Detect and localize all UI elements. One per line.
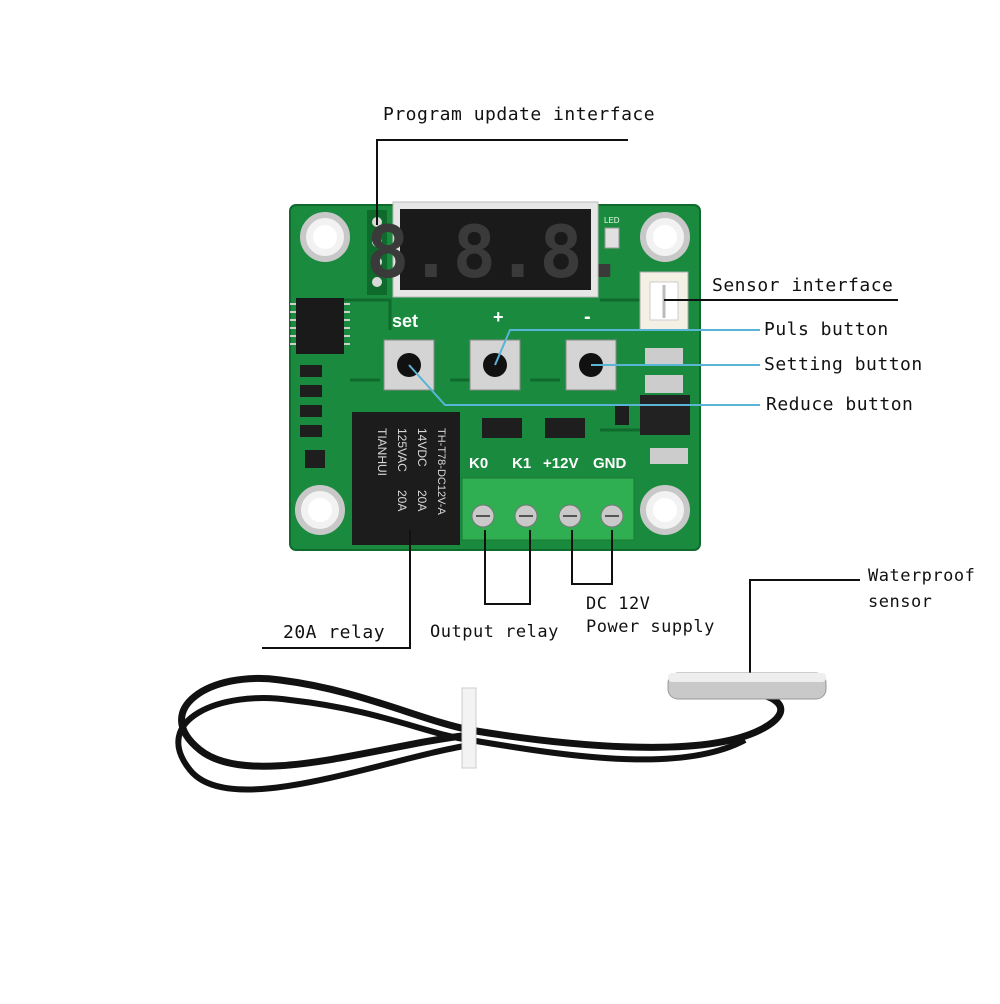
terminal-screw[interactable]: [600, 504, 624, 528]
plus-silk-label: +: [493, 307, 504, 327]
label-puls-button: Puls button: [764, 319, 889, 340]
label-20a-relay: 20A relay: [283, 622, 386, 643]
mounting-hole: [640, 212, 690, 262]
set-silk-label: set: [392, 311, 418, 331]
label-output-relay: Output relay: [430, 622, 559, 642]
minus-silk-label: -: [584, 306, 591, 328]
terminal-label-k0: K0: [469, 455, 488, 472]
mounting-hole: [300, 212, 350, 262]
terminal-label-12v: +12V: [543, 455, 578, 472]
label-dc-12v: DC 12V: [586, 594, 651, 614]
smd-components: [300, 348, 690, 468]
relay-amps-1: 20A: [395, 490, 409, 511]
waterproof-sensor-cable: [175, 672, 827, 793]
mounting-hole: [640, 485, 690, 535]
relay-amps-2: 20A: [415, 490, 429, 511]
relay: TIANHUI 125VAC 14VDC 20A 20A TH-T78-DC12…: [352, 412, 460, 545]
terminal-screw[interactable]: [558, 504, 582, 528]
relay-rating-1: 125VAC: [395, 428, 409, 472]
seven-segment-display: 8.8.8.: [366, 201, 626, 298]
terminal-screw[interactable]: [471, 504, 495, 528]
relay-rating-2: 14VDC: [415, 428, 429, 467]
terminal-screw[interactable]: [514, 504, 538, 528]
button-leader-lines: [408, 329, 760, 406]
terminal-label-k1: K1: [512, 455, 531, 472]
terminal-block: [461, 477, 635, 541]
label-power-supply: Power supply: [586, 617, 715, 637]
relay-model: TH-T78-DC12V-A: [435, 428, 447, 515]
label-program-update: Program update interface: [383, 104, 656, 125]
label-waterproof: Waterproof: [868, 566, 976, 586]
cable-tie: [461, 687, 477, 769]
label-sensor-interface: Sensor interface: [712, 275, 894, 296]
status-led: LED: [604, 216, 620, 249]
mounting-hole: [295, 485, 345, 535]
terminal-label-gnd: GND: [593, 455, 627, 472]
leader-lines: [262, 139, 898, 686]
led-silk-label: LED: [604, 216, 620, 225]
program-header: [367, 210, 387, 295]
display-digits: 8.8.8.: [366, 210, 626, 294]
label-sensor: sensor: [868, 592, 933, 612]
relay-brand: TIANHUI: [375, 428, 389, 476]
label-reduce-button: Reduce button: [766, 394, 914, 415]
ic-chip: [290, 298, 350, 354]
label-setting-button: Setting button: [764, 354, 923, 375]
